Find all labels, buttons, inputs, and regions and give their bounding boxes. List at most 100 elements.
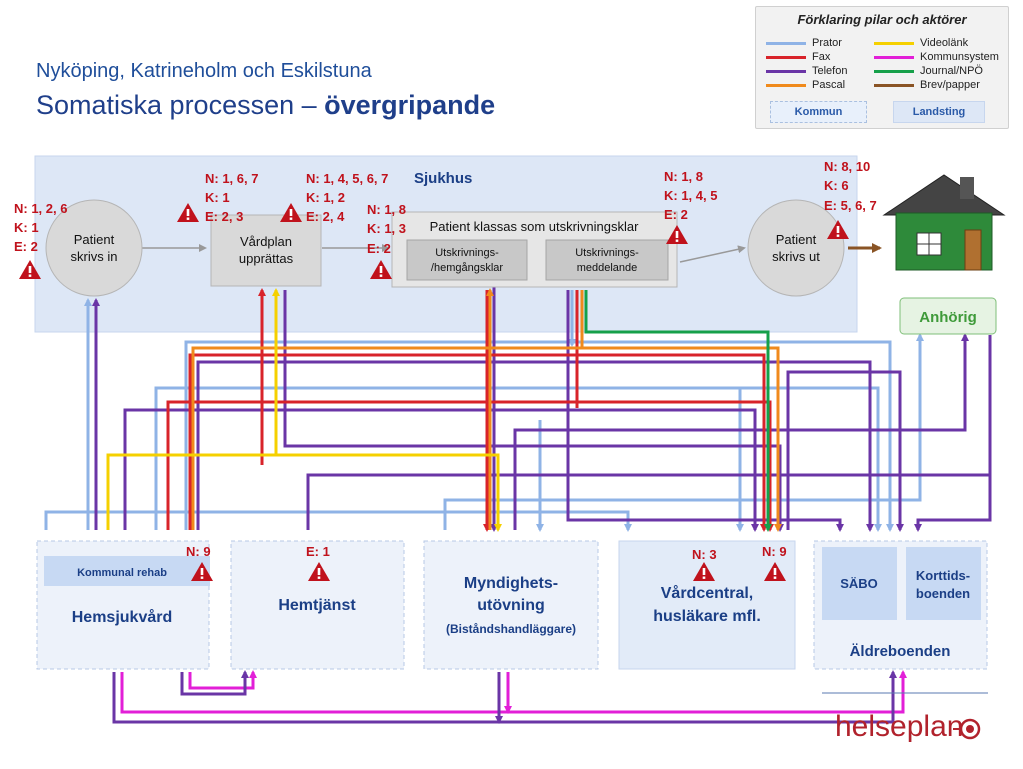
hemtjanst-box <box>230 540 405 670</box>
house-icon <box>882 174 1006 271</box>
line-telefon <box>180 670 249 696</box>
warning-icon <box>191 562 213 581</box>
hospital-label: Sjukhus <box>414 170 472 187</box>
legend: Förklaring pilar och aktörer Prator Fax … <box>755 6 1009 129</box>
hemsjukvard-label: Hemsjukvård <box>72 608 173 626</box>
line-kommunsystem <box>120 670 907 714</box>
warning-class-k: K: 1, 3 <box>367 221 406 236</box>
line-journal <box>584 290 772 532</box>
vardplan-l2: upprättas <box>239 251 294 266</box>
page-title: Somatiska processen – övergripande <box>36 90 495 121</box>
patient-in-node <box>45 199 143 297</box>
warning-hemtjanst-e: E: 1 <box>306 544 330 559</box>
warning-icon <box>827 220 849 239</box>
patient-in-l2: skrivs in <box>71 249 118 264</box>
warning-vc2-n: N: 9 <box>762 544 787 559</box>
warning-icon <box>693 562 715 581</box>
myndighet-l3: (Biståndshandläggare) <box>446 622 576 636</box>
legend-column-1: Prator Fax Telefon Pascal <box>766 36 847 92</box>
legend-swatch <box>874 69 914 73</box>
line-prator <box>154 386 882 532</box>
warning-plan-n: N: 1, 6, 7 <box>205 171 258 186</box>
warning-plan-e: E: 2, 3 <box>205 209 243 224</box>
flow-arrow <box>679 245 746 263</box>
legend-landsting: Landsting <box>893 101 985 123</box>
warning-plan2-e: E: 2, 4 <box>306 209 345 224</box>
vardplan-l1: Vårdplan <box>240 234 292 249</box>
sub2-l1: Utskrivnings- <box>575 247 639 259</box>
legend-swatch <box>766 55 806 59</box>
vardcentral-l2: husläkare mfl. <box>653 608 761 625</box>
patient-out-l1: Patient <box>776 232 817 247</box>
warning-icon <box>19 260 41 279</box>
legend-label: Brev/papper <box>920 79 980 91</box>
warning-in-k: K: 1 <box>14 220 39 235</box>
myndighet-l1: Myndighets- <box>464 575 558 592</box>
line-telefon <box>123 408 759 532</box>
line-fax <box>188 353 768 532</box>
sub1-l2: /hemgångsklar <box>431 262 503 274</box>
legend-swatch <box>766 41 806 45</box>
helseplan-logo: helseplan <box>835 710 964 743</box>
vardplan-node <box>210 214 322 287</box>
sub2-node <box>545 239 669 281</box>
line-telefon <box>513 333 969 530</box>
korttids-l2: boenden <box>916 586 970 601</box>
line-pascal <box>191 346 782 532</box>
legend-label: Fax <box>812 51 831 63</box>
legend-item: Telefon <box>766 64 847 78</box>
legend-swatch <box>874 55 914 59</box>
legend-kommun: Kommun <box>770 101 867 123</box>
hemtjanst-label: Hemtjänst <box>278 597 356 614</box>
aldreboenden-label: Äldreboenden <box>850 643 951 660</box>
legend-label: Kommunsystem <box>920 51 999 63</box>
warning-out-e: E: 5, 6, 7 <box>824 198 877 213</box>
warning-icon <box>764 562 786 581</box>
patient-out-l2: skrivs ut <box>772 249 820 264</box>
page-title-plain: Somatiska processen – <box>36 90 325 120</box>
legend-label: Videolänk <box>920 37 969 49</box>
warning-plan2-k: K: 1, 2 <box>306 190 345 205</box>
warning-out-k: K: 6 <box>824 178 849 193</box>
legend-label: Telefon <box>812 65 848 77</box>
patient-in-l1: Patient <box>74 232 115 247</box>
page-title-bold: övergripande <box>324 90 496 120</box>
warning-sub2-n: N: 1, 8 <box>664 169 703 184</box>
myndighet-l2: utövning <box>477 597 545 614</box>
legend-swatch <box>874 41 914 45</box>
legend-item: Videolänk <box>874 36 999 50</box>
classification-label: Patient klassas som utskrivningsklar <box>430 219 639 234</box>
sub1-l1: Utskrivnings- <box>435 247 499 259</box>
legend-item: Brev/papper <box>874 78 999 92</box>
legend-item: Journal/NPÖ <box>874 64 999 78</box>
legend-title: Förklaring pilar och aktörer <box>797 12 967 27</box>
warning-class-e: E: 2 <box>367 241 391 256</box>
warning-sub2-k: K: 1, 4, 5 <box>664 188 717 203</box>
warning-icon <box>666 225 688 244</box>
legend-item: Kommunsystem <box>874 50 999 64</box>
warning-plan-k: K: 1 <box>205 190 230 205</box>
legend-swatch <box>766 69 806 73</box>
line-telefon <box>112 670 897 724</box>
line-telefon <box>566 290 844 532</box>
sabo-box <box>822 547 897 620</box>
line-kommunsystem <box>188 670 257 690</box>
legend-label: Pascal <box>812 79 846 91</box>
legend-item: Pascal <box>766 78 847 92</box>
logo-target-dot <box>966 725 974 733</box>
line-prator <box>443 333 924 530</box>
korttids-box <box>906 547 981 620</box>
line-prator <box>184 340 894 532</box>
vardcentral-box <box>618 540 796 670</box>
line-telefon <box>196 360 874 532</box>
warning-in-n: N: 1, 2, 6 <box>14 201 67 216</box>
page-subtitle: Nyköping, Katrineholm och Eskilstuna <box>36 60 372 82</box>
sub1-node <box>406 239 528 281</box>
legend-label: Journal/NPÖ <box>920 65 983 77</box>
warning-icon <box>370 260 392 279</box>
anhorig-box <box>899 297 997 335</box>
myndighet-box <box>423 540 599 670</box>
patient-out-node <box>747 199 845 297</box>
